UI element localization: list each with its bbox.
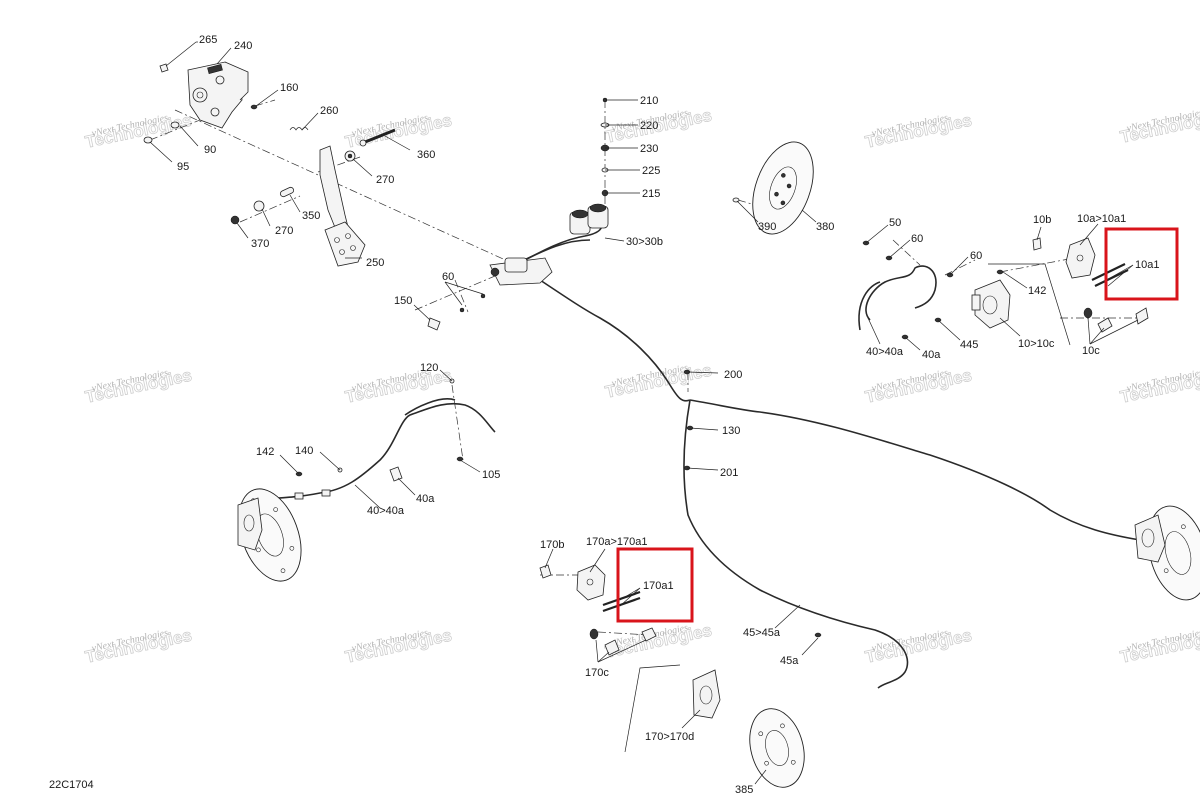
watermark: Technologies vNext Technologies xyxy=(1118,365,1200,407)
watermark: Technologies vNext Technologies xyxy=(1118,105,1200,147)
label-10a-10a1: 10a>10a1 xyxy=(1077,213,1126,225)
lower-caliper-group xyxy=(539,369,822,753)
highlight-box-170a1 xyxy=(616,547,694,623)
label-120: 120 xyxy=(420,362,438,374)
label-270-upper: 270 xyxy=(376,174,394,186)
label-142-left: 142 xyxy=(256,446,274,458)
watermark: Technologies vNext Technologies xyxy=(83,110,194,152)
watermark: Technologies vNext Technologies xyxy=(603,620,714,662)
label-130: 130 xyxy=(722,425,740,437)
label-60-right: 60 xyxy=(970,250,982,262)
label-270-lower: 270 xyxy=(275,225,293,237)
brake-disc-380 xyxy=(752,141,814,235)
label-140: 140 xyxy=(295,445,313,457)
label-370: 370 xyxy=(251,238,269,250)
label-10b: 10b xyxy=(1033,214,1051,226)
right-caliper-group xyxy=(862,237,1149,346)
label-60-mid: 60 xyxy=(911,233,923,245)
label-170c: 170c xyxy=(585,667,609,679)
label-30-30b: 30>30b xyxy=(626,236,663,248)
label-45a: 45a xyxy=(780,655,799,667)
label-385: 385 xyxy=(735,784,753,796)
label-40a-right: 40a xyxy=(922,349,941,361)
label-225: 225 xyxy=(642,165,660,177)
highlight-box-10a1 xyxy=(1104,227,1179,301)
watermark: Technologies vNext Technologies xyxy=(83,365,194,407)
label-150: 150 xyxy=(394,295,412,307)
label-360: 360 xyxy=(417,149,435,161)
watermark: Technologies vNext Technologies xyxy=(343,110,454,152)
label-10-10c: 10>10c xyxy=(1018,338,1055,350)
label-45-45a: 45>45a xyxy=(743,627,781,639)
diagram-code: 22C1704 xyxy=(49,779,94,791)
label-265: 265 xyxy=(199,34,217,46)
left-caliper xyxy=(237,378,464,551)
watermark: Technologies vNext Technologies xyxy=(343,625,454,667)
brake-disc-385 xyxy=(749,708,805,788)
label-10a1: 10a1 xyxy=(1135,259,1159,271)
label-350: 350 xyxy=(302,210,320,222)
brake-lines xyxy=(249,217,1141,689)
label-170b: 170b xyxy=(540,539,564,551)
label-40a-left: 40a xyxy=(416,493,435,505)
part-labels: 265 240 160 260 90 95 360 270 350 270 37… xyxy=(49,34,1159,796)
label-40-40a-right: 40>40a xyxy=(866,346,904,358)
label-142-right: 142 xyxy=(1028,285,1046,297)
label-95: 95 xyxy=(177,161,189,173)
label-240: 240 xyxy=(234,40,252,52)
label-445: 445 xyxy=(960,339,978,351)
highlight-boxes xyxy=(616,227,1179,623)
watermark: Technologies vNext Technologies xyxy=(83,625,194,667)
label-90: 90 xyxy=(204,144,216,156)
label-170a1: 170a1 xyxy=(643,580,674,592)
label-40-40a-left: 40>40a xyxy=(367,505,405,517)
label-201: 201 xyxy=(720,467,738,479)
label-215: 215 xyxy=(642,188,660,200)
watermark: Technologies vNext Technologies xyxy=(603,360,714,402)
label-10c: 10c xyxy=(1082,345,1100,357)
master-cylinder xyxy=(427,97,610,331)
label-380: 380 xyxy=(816,221,834,233)
leader-lines xyxy=(149,41,1139,785)
label-210: 210 xyxy=(640,95,658,107)
right-rear-caliper xyxy=(1134,514,1166,563)
watermark: Technologies vNext Technologies xyxy=(863,365,974,407)
label-60-left: 60 xyxy=(442,271,454,283)
label-220: 220 xyxy=(640,120,658,132)
label-230: 230 xyxy=(640,143,658,155)
label-200: 200 xyxy=(724,369,742,381)
label-390: 390 xyxy=(758,221,776,233)
label-170a-170a1: 170a>170a1 xyxy=(586,536,647,548)
label-170-170d: 170>170d xyxy=(645,731,694,743)
label-160: 160 xyxy=(280,82,298,94)
label-105: 105 xyxy=(482,469,500,481)
watermark: Technologies vNext Technologies xyxy=(1118,625,1200,667)
watermark: Technologies vNext Technologies xyxy=(863,110,974,152)
watermark: Technologies vNext Technologies xyxy=(863,625,974,667)
label-50: 50 xyxy=(889,217,901,229)
label-260: 260 xyxy=(320,105,338,117)
label-250: 250 xyxy=(366,257,384,269)
